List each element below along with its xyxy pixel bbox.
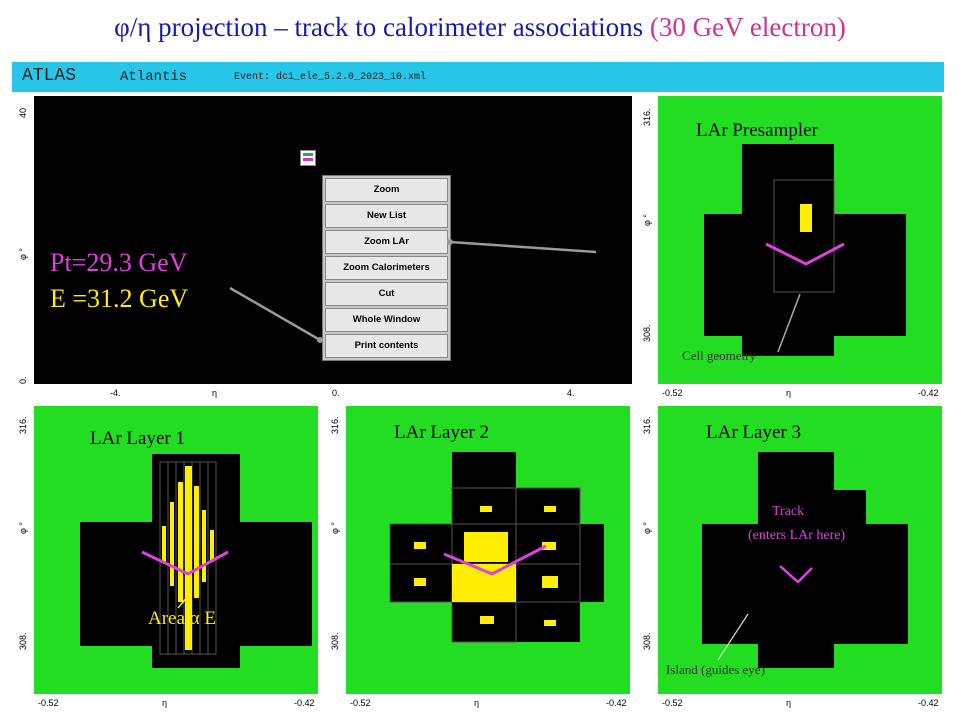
note-arrow (777, 293, 801, 353)
title-accent: (30 GeV electron) (649, 12, 846, 42)
layer3-plot[interactable] (658, 406, 942, 694)
y-tick-bottom: 308. (18, 632, 28, 650)
panel-layer3[interactable]: 316. φ ° 308. -0.52 η -0.42 LAr Layer 3 … (636, 406, 944, 714)
y-axis: 316. φ ° 308. (636, 92, 658, 404)
event-file: Event: dc1_ele_5.2.0_2023_10.xml (234, 72, 427, 83)
panel-label: LAr Layer 3 (706, 422, 801, 443)
y-tick-bottom: 308. (642, 632, 652, 650)
x-tick-right: -0.42 (918, 388, 939, 398)
menu-item-cut[interactable]: Cut (325, 282, 448, 306)
panel-layer2[interactable]: 316. φ ° 308. (324, 406, 632, 714)
x-axis: -0.52 η -0.42 (324, 694, 632, 714)
island-shape (702, 452, 908, 668)
energy-label: E =31.2 GeV (50, 284, 189, 313)
menu-item-zoom[interactable]: Zoom (325, 178, 448, 202)
layer3-cells (702, 452, 908, 668)
x-axis-label: η (212, 388, 218, 398)
y-tick-top: 316. (642, 416, 652, 434)
energy-strips (162, 466, 214, 650)
panel-label: LAr Layer 2 (394, 422, 489, 443)
y-axis-label: φ ° (18, 248, 28, 260)
atlas-logo-text: ATLAS (22, 66, 77, 86)
y-tick-bottom: 308. (642, 324, 652, 342)
presampler-plot[interactable] (658, 96, 942, 384)
app-name: Atlantis (120, 69, 188, 85)
x-tick-4: 4. (567, 388, 575, 398)
y-tick-top: 40 (18, 107, 28, 118)
track-label-2: (enters LAr here) (748, 528, 846, 543)
y-tick-top: 316. (330, 416, 340, 434)
title-main: φ/η projection – track to calorimeter as… (114, 12, 644, 42)
panel-label: LAr Presampler (696, 120, 818, 141)
track-segment (765, 242, 845, 266)
layer1-plot[interactable] (34, 406, 318, 694)
window-icon[interactable] (300, 150, 316, 166)
menu-item-print-contents[interactable]: Print contents (325, 334, 448, 358)
panel-label: LAr Layer 1 (90, 428, 185, 449)
x-axis: -0.52 η -0.42 (12, 694, 320, 714)
y-axis: 316. φ ° 308. (636, 406, 658, 714)
context-menu[interactable]: Zoom New List Zoom LAr Zoom Calorimeters… (322, 175, 451, 361)
layer2-plot[interactable] (346, 406, 630, 694)
x-axis: -0.52 η -0.42 (636, 694, 944, 714)
y-axis: 316. φ ° 308. (324, 406, 346, 714)
track-segment (779, 565, 813, 584)
panel-layer1[interactable]: 316. φ ° 308. -0.5 (12, 406, 320, 714)
note-arrow (177, 595, 189, 609)
atlantis-header: ATLAS Atlantis Event: dc1_ele_5.2.0_2023… (12, 62, 944, 92)
menu-item-new-list[interactable]: New List (325, 204, 448, 228)
x-axis: -0.52 η -0.42 (636, 384, 944, 404)
y-tick-top: 316. (642, 108, 652, 126)
x-axis: -4. η 0. 4. (12, 384, 634, 404)
y-axis-label: φ ° (642, 214, 652, 226)
x-axis-label: η (786, 388, 792, 398)
x-tick-left: -0.52 (662, 388, 683, 398)
x-tick-0: 0. (332, 388, 340, 398)
x-tick-left: -0.52 (38, 698, 59, 708)
x-axis-label: η (786, 698, 792, 708)
y-axis-label: φ ° (330, 522, 340, 534)
layer1-cells (80, 454, 312, 668)
menu-item-whole-window[interactable]: Whole Window (325, 308, 448, 332)
y-axis-label: φ ° (642, 522, 652, 534)
cell-outline (773, 179, 835, 293)
track-segment (443, 544, 547, 576)
x-tick-right: -0.42 (918, 698, 939, 708)
y-tick-top: 316. (18, 416, 28, 434)
y-axis: 316. φ ° 308. (12, 406, 34, 714)
y-axis-label: φ ° (18, 522, 28, 534)
x-tick-left: -0.52 (662, 698, 683, 708)
x-tick-right: -0.42 (606, 698, 627, 708)
y-tick-bottom: 0. (18, 376, 28, 384)
x-axis-label: η (474, 698, 480, 708)
menu-item-zoom-lar[interactable]: Zoom LAr (325, 230, 448, 254)
x-axis-label: η (162, 698, 168, 708)
y-axis: 40 φ ° 0. (12, 92, 34, 404)
track-segment (141, 550, 229, 576)
panel-note: Island (guides eye) (666, 662, 765, 677)
y-tick-bottom: 308. (330, 632, 340, 650)
menu-item-zoom-calorimeters[interactable]: Zoom Calorimeters (325, 256, 448, 280)
x-tick-right: -0.42 (294, 698, 315, 708)
track-label: Track (772, 504, 805, 519)
energy-cell (800, 204, 812, 232)
note-arrow (717, 613, 749, 661)
panel-note: Area α E (148, 608, 216, 629)
slide-title: φ/η projection – track to calorimeter as… (0, 12, 960, 43)
panel-note: Cell geometry (682, 348, 757, 363)
x-tick-minus4: -4. (110, 388, 121, 398)
panel-presampler[interactable]: 316. φ ° 308. -0.52 η -0.42 LAr Presampl… (636, 92, 944, 404)
layer2-cells (389, 452, 604, 643)
x-tick-left: -0.52 (350, 698, 371, 708)
presampler-cells (704, 144, 906, 356)
pt-label: Pt=29.3 GeV (50, 248, 188, 277)
island-shape (704, 144, 906, 356)
